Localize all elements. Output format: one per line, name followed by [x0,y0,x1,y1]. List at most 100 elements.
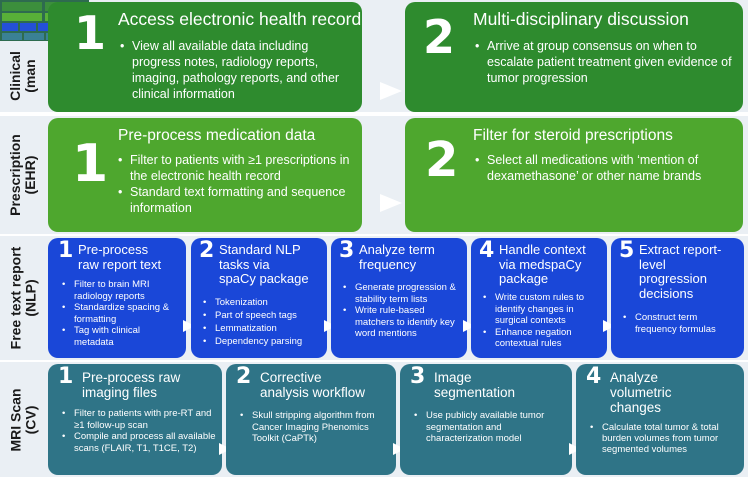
lane-label-line1: MRI Scan [7,387,24,452]
step-title-line: segmentation [434,385,516,401]
step-title: Analyze term frequency [359,242,435,272]
step-title: Pre-process medication data [118,127,316,144]
step-title-line: frequency [359,256,417,272]
step-title-line: Analyze term [359,242,435,257]
bullet-item: Lemmatization [203,322,325,335]
nlp-step-1-box: 1 Pre-process raw report text Filter to … [48,238,186,358]
cv-step-4-box: 4 Analyze volumetric changes Calculate t… [576,364,744,475]
lane-label-line2: (NLP) [22,279,39,317]
bullet-item: Write rule-based matchers to identify ke… [343,305,465,340]
step-title: Multi-disciplinary discussion [473,9,689,29]
nlp-step-5-box: 5 Extract report- level progression deci… [611,238,744,358]
step-number: 1 [74,6,107,60]
step-title: Image segmentation [434,370,515,400]
step-title-line: Analyze [610,370,659,385]
step-bullets: Calculate total tumor & total burden vol… [590,422,740,455]
nlp-step-2-box: 2 Standard NLP tasks via spaCy package T… [191,238,327,358]
bullet-item: Dependency parsing [203,335,325,348]
bullet-item: Tokenization [203,296,325,309]
step-bullets: Use publicly available tumor segmentatio… [414,410,564,445]
lane-label-clinical: Clinical(man [0,40,46,112]
step-title-line: via medspaCy [499,256,582,272]
step-title-line: volumetric [610,385,672,401]
step-number: 3 [339,238,355,263]
nlp-step-4-box: 4 Handle context via medspaCy package Wr… [471,238,607,358]
flow-arrow [380,194,402,212]
step-title-line: Corrective [260,370,322,385]
step-bullets: Tokenization Part of speech tags Lemmati… [203,296,325,348]
step-title: Access electronic health record [118,9,362,29]
step-bullets: Generate progression & stability term li… [343,282,465,340]
bullet-item: Standardize spacing & formatting [62,302,182,325]
clinical-step-2-box: 2 Multi-disciplinary discussion Arrive a… [405,2,743,112]
nlp-step-3-box: 3 Analyze term frequency Generate progre… [331,238,467,358]
lane-label-line1: Prescription [7,134,24,216]
step-number: 3 [410,364,426,389]
step-number: 4 [479,238,495,263]
step-bullets: Select all medications with ‘mention of … [475,152,737,184]
bullet-item: Filter to patients with pre-RT and ≥1 fo… [62,408,218,431]
bullet-item: View all available data including progre… [120,38,356,102]
lane-label-line2: (EHR) [22,155,39,195]
step-number: 2 [425,132,459,188]
step-number: 1 [58,238,74,263]
step-title-line: decisions [639,285,694,301]
step-number: 1 [58,364,74,389]
lane-label-nlp: Free text report(NLP) [0,236,46,360]
step-number: 2 [423,10,456,64]
lane-label-line1: Clinical [7,51,24,101]
step-bullets: Arrive at group consensus on when to esc… [475,38,737,86]
step-title: Standard NLP tasks via spaCy package [219,242,309,287]
step-title-line: Handle context [499,242,586,257]
step-bullets: View all available data including progre… [120,38,356,102]
step-number: 1 [72,134,109,194]
step-title: Pre-process raw imaging files [82,370,180,400]
clinical-step-1-box: 1 Access electronic health record View a… [48,2,362,112]
bullet-item: Write custom rules to identify changes i… [483,292,605,327]
flow-arrow [380,82,402,100]
bullet-item: Use publicly available tumor segmentatio… [414,410,564,445]
step-number: 2 [199,238,215,263]
step-title: Analyze volumetric changes [610,370,672,415]
lane-label-cv: MRI Scan(CV) [0,362,46,477]
cv-step-3-box: 3 Image segmentation Use publicly availa… [400,364,572,475]
step-title: Filter for steroid prescriptions [473,127,673,144]
step-title-line: tasks via [219,256,270,272]
bullet-item: Arrive at group consensus on when to esc… [475,38,737,86]
step-title-line: Image [434,370,472,385]
step-bullets: Skull stripping algorithm from Cancer Im… [240,410,390,445]
lane-label-line2: (man [22,59,39,93]
prescription-step-2-box: 2 Filter for steroid prescriptions Selec… [405,118,743,232]
step-title-line: Pre-process [78,242,149,257]
step-number: 2 [236,364,252,389]
step-title-line: analysis workflow [260,385,366,401]
step-number: 4 [586,364,602,389]
bullet-item: Generate progression & stability term li… [343,282,465,305]
lane-label-line2: (CV) [22,405,39,434]
step-title-line: package [499,271,549,287]
bullet-item: Filter to brain MRI radiology reports [62,279,182,302]
bullet-item: Filter to patients with ≥1 prescriptions… [118,152,358,184]
bullet-item: Standard text formatting and sequence in… [118,184,358,216]
step-title-line: Pre-process raw [82,370,181,385]
step-title: Pre-process raw report text [78,242,162,272]
lane-label-prescription: Prescription(EHR) [0,116,46,234]
step-bullets: Filter to brain MRI radiology reports St… [62,279,182,348]
step-bullets: Construct term frequency formulas [623,312,741,335]
bullet-item: Calculate total tumor & total burden vol… [590,422,740,455]
step-title: Extract report- level progression decisi… [639,242,722,301]
step-title-line: Extract report- [639,242,722,257]
step-title-line: progression [639,271,707,287]
step-bullets: Write custom rules to identify changes i… [483,292,605,350]
step-title-line: spaCy package [219,271,309,287]
bullet-item: Enhance negation contextual rules [483,327,605,350]
step-title-line: raw report text [78,256,162,272]
bullet-item: Select all medications with ‘mention of … [475,152,737,184]
lane-label-line1: Free text report [7,246,24,350]
bullet-item: Skull stripping algorithm from Cancer Im… [240,410,390,445]
prescription-step-1-box: 1 Pre-process medication data Filter to … [48,118,362,232]
step-bullets: Filter to patients with pre-RT and ≥1 fo… [62,408,218,454]
bullet-item: Compile and process all available scans … [62,431,218,454]
bullet-item: Tag with clinical metadata [62,325,182,348]
step-title-line: level [639,256,666,272]
